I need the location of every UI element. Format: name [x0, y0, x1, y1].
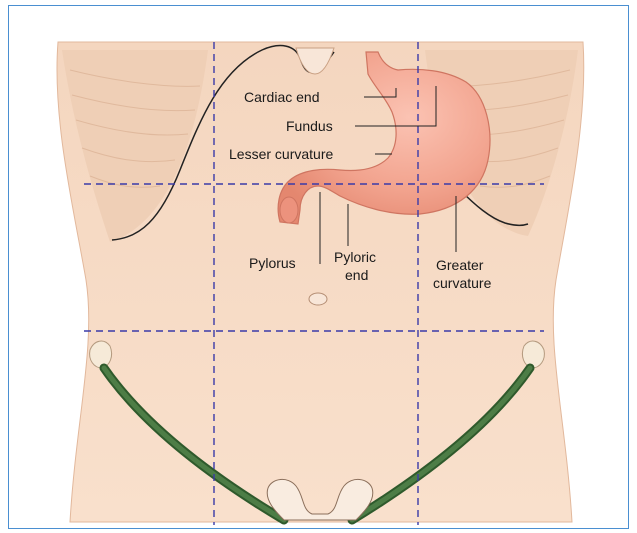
label-cardiac-end: Cardiac end: [244, 89, 320, 105]
label-greater-curvature-line1: Greater: [436, 257, 484, 273]
label-pylorus: Pylorus: [249, 255, 296, 271]
label-pyloric-end-line2: end: [345, 267, 368, 283]
right-iliac-crest: [522, 341, 544, 368]
umbilicus: [309, 293, 327, 305]
label-pyloric-end-line1: Pyloric: [334, 249, 376, 265]
label-fundus: Fundus: [286, 118, 333, 134]
label-lesser-curvature: Lesser curvature: [229, 146, 333, 162]
left-iliac-crest: [90, 341, 112, 368]
label-greater-curvature-line2: curvature: [433, 275, 492, 291]
pylorus-shape: [280, 197, 298, 223]
